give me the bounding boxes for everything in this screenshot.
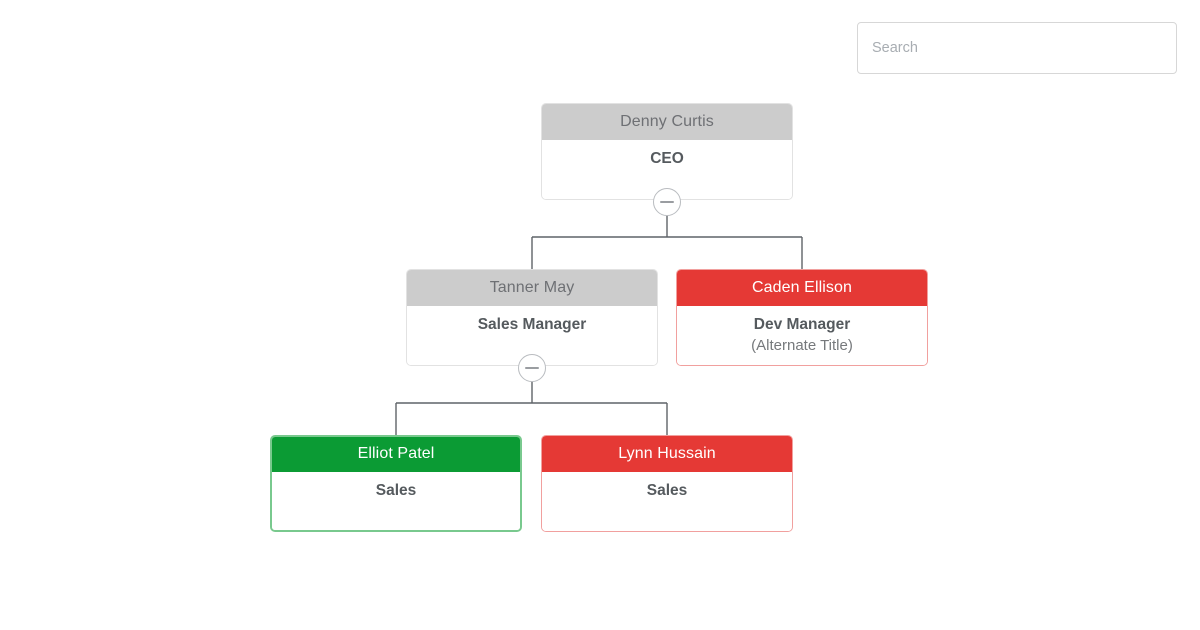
org-node-name: Elliot Patel [272,437,520,472]
org-node-name: Tanner May [407,270,657,306]
org-node-lynn-hussain[interactable]: Lynn Hussain Sales [541,435,793,532]
org-node-body: Sales [272,472,520,530]
org-node-caden-ellison[interactable]: Caden Ellison Dev Manager (Alternate Tit… [676,269,928,366]
org-node-name: Denny Curtis [542,104,792,140]
org-node-title: Sales Manager [477,316,587,333]
org-node-denny-curtis[interactable]: Denny Curtis CEO [541,103,793,200]
org-node-body: Sales [542,472,792,531]
org-node-body: Dev Manager (Alternate Title) [677,306,927,365]
org-node-name: Caden Ellison [677,270,927,306]
org-node-name: Lynn Hussain [542,436,792,472]
org-node-title: Sales [375,482,417,499]
org-node-elliot-patel[interactable]: Elliot Patel Sales [270,435,522,532]
org-node-title: Dev Manager [753,316,851,333]
collapse-toggle-denny-curtis[interactable] [653,188,681,216]
search-input[interactable] [857,22,1177,74]
collapse-toggle-tanner-may[interactable] [518,354,546,382]
org-node-subtitle: (Alternate Title) [751,337,853,354]
org-node-title: CEO [650,150,684,167]
search-box[interactable] [857,22,1177,74]
org-node-title: Sales [646,482,688,499]
org-node-tanner-may[interactable]: Tanner May Sales Manager [406,269,658,366]
